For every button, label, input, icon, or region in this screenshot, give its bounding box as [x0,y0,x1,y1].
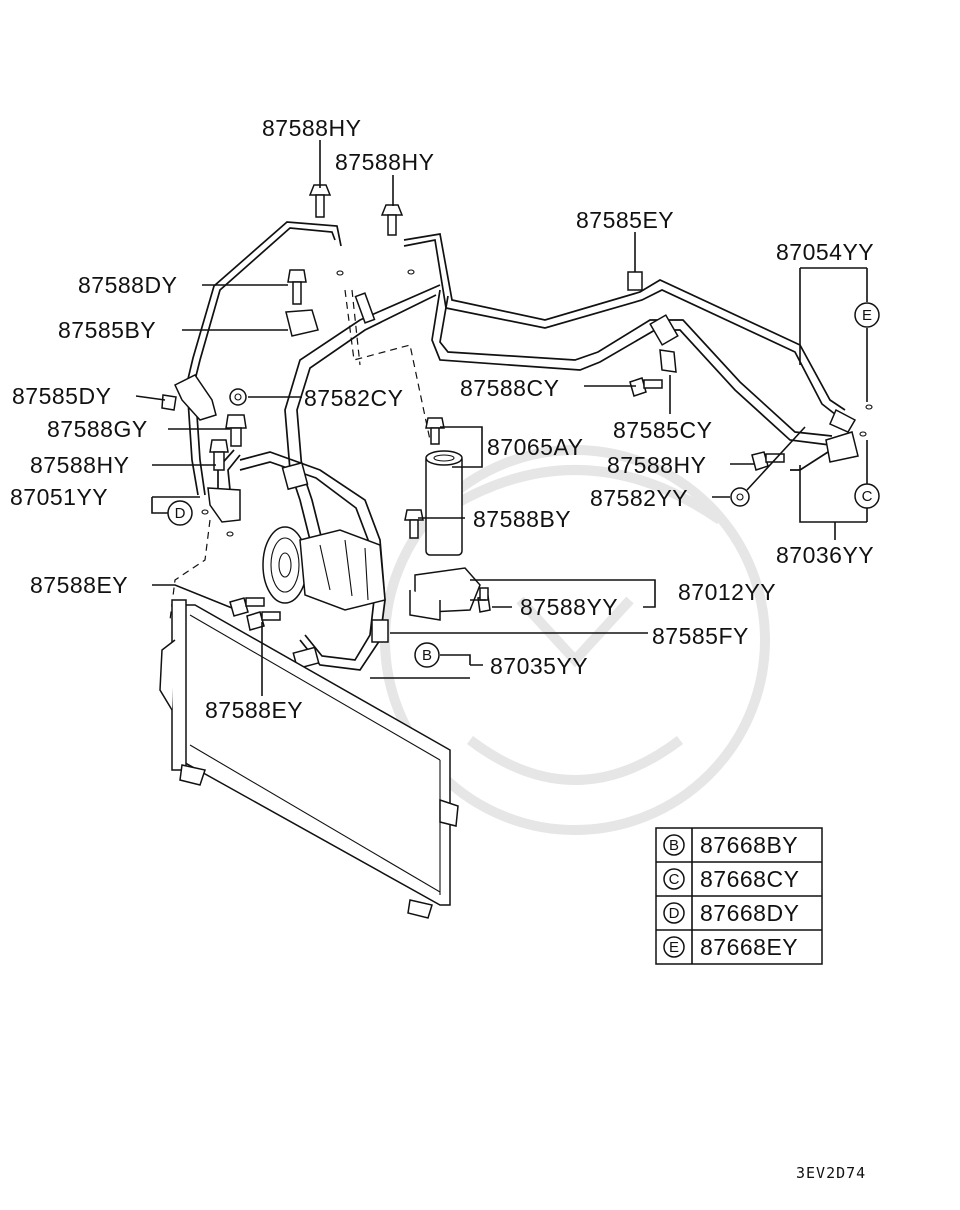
fasteners [161,184,873,631]
label-87065AY: 87065AY [487,434,583,460]
label-87588EY-a: 87588EY [30,572,128,598]
label-87051YY: 87051YY [10,484,108,510]
label-87588HY-b: 87588HY [335,149,434,175]
label-87588DY: 87588DY [78,272,177,298]
leader-lines [135,140,868,696]
legend-code: 87668BY [700,832,798,858]
bolt-icon [404,509,424,539]
bolt-icon [209,439,229,471]
part-labels: 87588HY 87588HY 87585EY 87054YY 87588DY … [10,115,874,723]
clip-icon [161,394,177,411]
legend-row: C 87668CY [663,866,799,892]
marker-B: B [414,642,440,668]
legend-code: 87668DY [700,900,799,926]
svg-text:D: D [175,505,186,522]
label-87585FY: 87585FY [652,623,749,649]
label-87588BY: 87588BY [473,506,571,532]
marker-C: C [854,483,880,509]
bolt-icon [229,597,265,617]
label-87588HY-c: 87588HY [30,452,129,478]
legend-code: 87668CY [700,866,799,892]
label-87588CY: 87588CY [460,375,559,401]
pipe-network [159,221,859,919]
o-ring-icon [201,269,873,537]
svg-text:C: C [862,488,873,505]
label-87035YY: 87035YY [490,653,588,679]
label-87012YY: 87012YY [678,579,776,605]
label-87588EY-b: 87588EY [205,697,303,723]
bolt-icon [287,269,307,305]
legend-mark: E [669,939,679,956]
clip-icon [285,309,319,337]
legend-row: E 87668EY [663,934,798,960]
bolt-icon [225,414,247,447]
label-87585BY: 87585BY [58,317,156,343]
label-87036YY: 87036YY [776,542,874,568]
bolt-icon [380,204,404,236]
legend-mark: D [669,905,680,922]
label-87585EY: 87585EY [576,207,674,233]
nut-icon [229,388,247,406]
bolt-icon [751,451,785,471]
bolt-icon [629,377,663,397]
legend-row: B 87668BY [663,832,798,858]
legend-code: 87668EY [700,934,798,960]
label-87588HY-a: 87588HY [262,115,361,141]
label-87582CY: 87582CY [304,385,403,411]
clip-icon [659,349,677,373]
label-87585DY: 87585DY [12,383,111,409]
label-87588HY-d: 87588HY [607,452,706,478]
nut-icon [730,487,750,507]
bolt-icon [308,184,332,218]
legend-mark: B [669,837,679,854]
marker-E: E [854,302,880,328]
bolt-icon [246,611,281,631]
label-87585CY: 87585CY [613,417,712,443]
label-87582YY: 87582YY [590,485,688,511]
diagram-code: 3EV2D74 [796,1164,866,1182]
marker-D: D [167,500,193,526]
legend-row: D 87668DY [663,900,799,926]
clip-icon [627,271,643,291]
label-87588YY: 87588YY [520,594,618,620]
svg-text:E: E [862,307,872,324]
label-87054YY: 87054YY [776,239,874,265]
label-87588GY: 87588GY [47,416,148,442]
circle-markers: E C D B [167,302,880,668]
legend-table: B 87668BY C 87668CY D 87668DY E 87668EY [655,827,823,965]
legend-mark: C [669,871,680,888]
bolt-icon [425,417,445,445]
svg-text:B: B [422,647,432,664]
